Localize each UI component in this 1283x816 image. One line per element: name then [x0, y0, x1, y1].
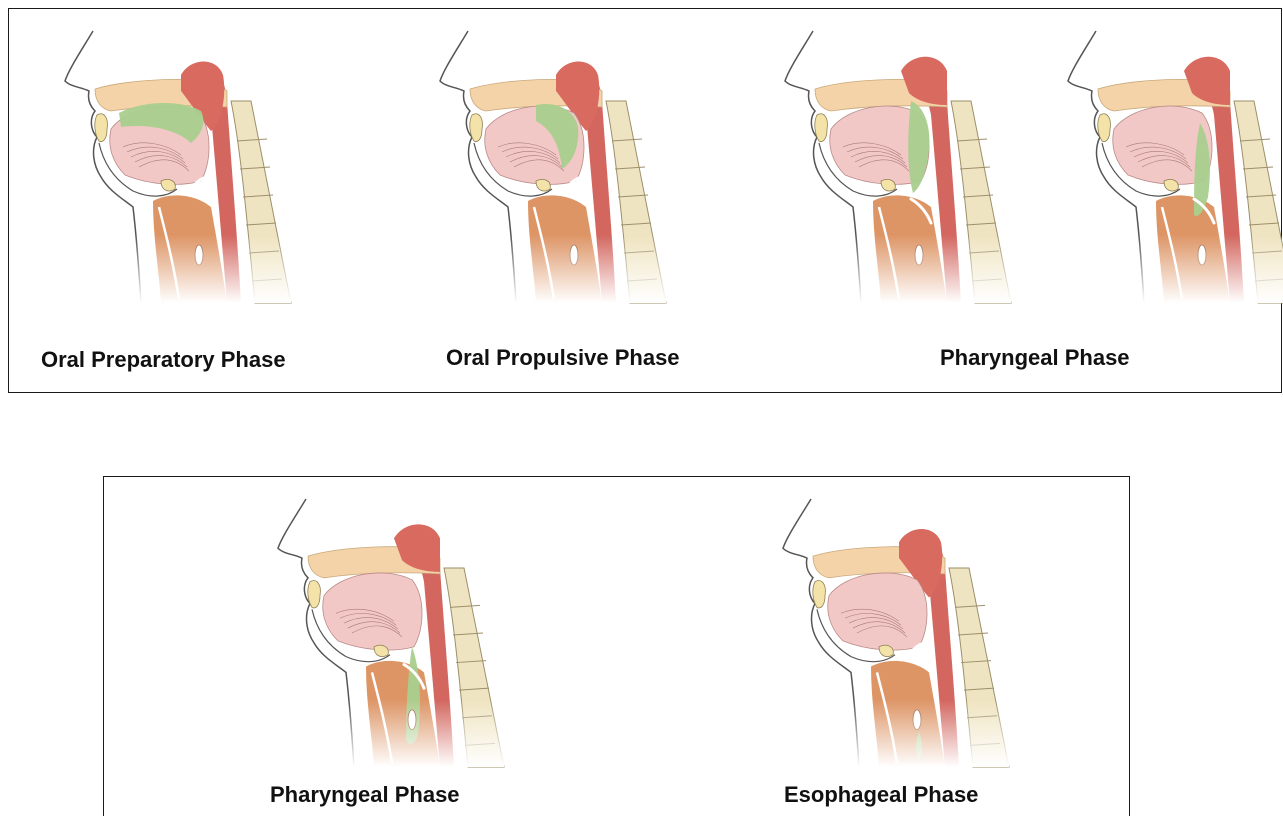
pharyngeal-illustration-b [1044, 31, 1283, 303]
caption-oral-preparatory: Oral Preparatory Phase [41, 347, 286, 373]
bottom-fade [761, 31, 1011, 303]
head-neck-cross-section [416, 31, 666, 303]
head-neck-cross-section [1044, 31, 1283, 303]
head-neck-cross-section [254, 499, 504, 767]
bottom-fade [759, 499, 1009, 767]
esophageal-illustration [759, 499, 1009, 767]
bottom-fade [1044, 31, 1283, 303]
caption-pharyngeal-bottom: Pharyngeal Phase [270, 782, 460, 808]
head-neck-cross-section [41, 31, 291, 303]
pharyngeal-illustration-a [761, 31, 1011, 303]
bottom-fade [254, 499, 504, 767]
oral-propulsive-illustration [416, 31, 666, 303]
pharyngeal-illustration-c [254, 499, 504, 767]
caption-pharyngeal-top: Pharyngeal Phase [940, 345, 1130, 371]
top-figure-panel: Oral Preparatory Phase Oral Propulsive P… [8, 8, 1282, 393]
bottom-fade [41, 31, 291, 303]
caption-oral-propulsive: Oral Propulsive Phase [446, 345, 680, 371]
caption-esophageal: Esophageal Phase [784, 782, 978, 808]
bottom-figure-panel: Pharyngeal Phase Esophageal Phase [103, 476, 1130, 816]
head-neck-cross-section [761, 31, 1011, 303]
oral-preparatory-illustration [41, 31, 291, 303]
head-neck-cross-section [759, 499, 1009, 767]
bottom-fade [416, 31, 666, 303]
